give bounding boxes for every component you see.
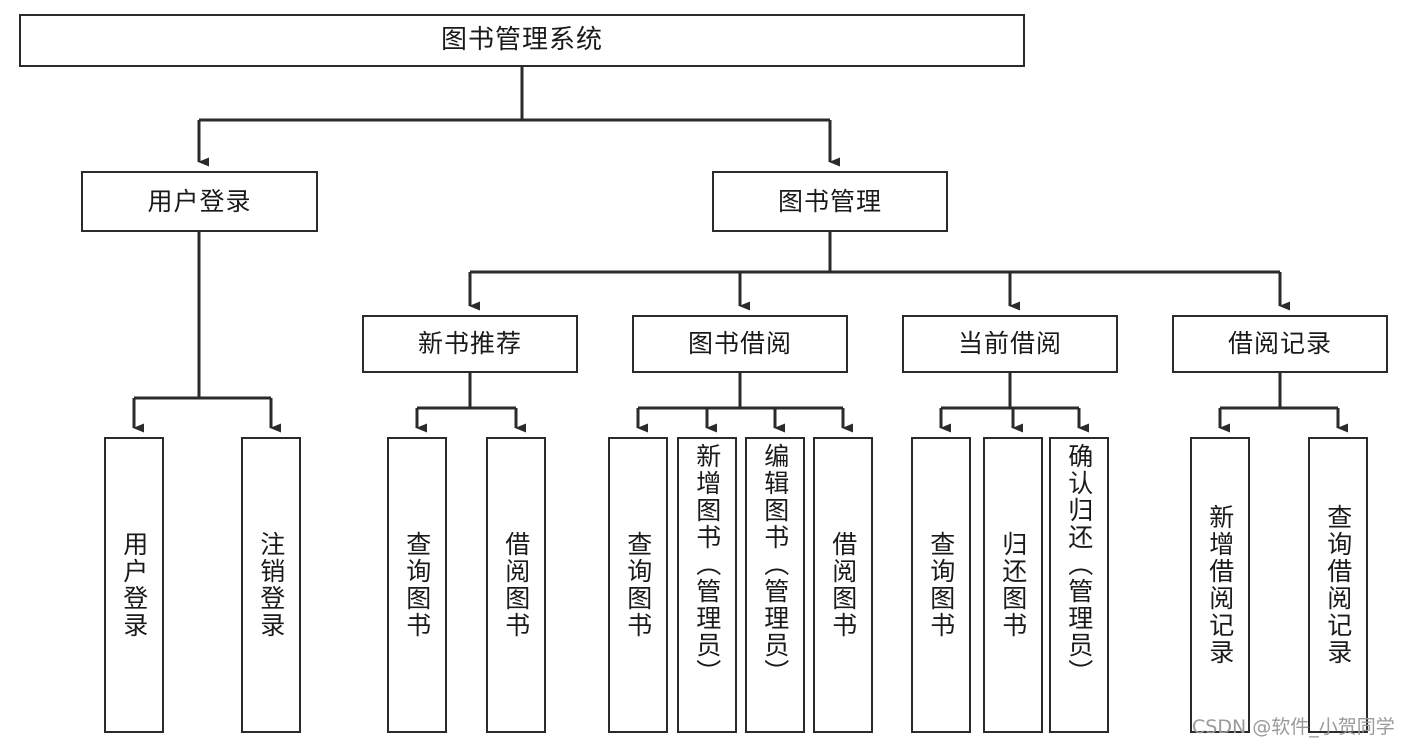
- node-label: 新增图书（管理员）: [692, 443, 722, 686]
- node-label: 当前借阅: [957, 329, 1062, 359]
- leaf-query-book-borrow[interactable]: 查询图书: [608, 437, 668, 733]
- leaf-borrow-book[interactable]: 借阅图书: [813, 437, 873, 733]
- node-label: 查询图书: [623, 531, 653, 639]
- node-label: 新书推荐: [417, 329, 522, 359]
- leaf-edit-book-admin[interactable]: 编辑图书（管理员）: [745, 437, 805, 733]
- node-new-book-recommend[interactable]: 新书推荐: [362, 315, 578, 373]
- node-label: 编辑图书（管理员）: [760, 443, 790, 686]
- watermark: CSDN @软件_小贺同学: [1192, 716, 1395, 738]
- node-label: 用户登录: [147, 186, 252, 216]
- node-label: 图书管理系统: [440, 25, 603, 56]
- node-root-system[interactable]: 图书管理系统: [19, 14, 1025, 67]
- node-label: 用户登录: [119, 531, 149, 639]
- leaf-query-book-current[interactable]: 查询图书: [911, 437, 971, 733]
- node-borrow-record[interactable]: 借阅记录: [1172, 315, 1388, 373]
- node-label: 归还图书: [998, 531, 1028, 639]
- node-label: 查询图书: [926, 531, 956, 639]
- leaf-query-book-recommend[interactable]: 查询图书: [387, 437, 447, 733]
- node-label: 图书管理: [777, 186, 882, 216]
- node-label: 查询图书: [402, 531, 432, 639]
- node-label: 查询借阅记录: [1323, 504, 1353, 666]
- leaf-logout[interactable]: 注销登录: [241, 437, 301, 733]
- leaf-query-borrow-record[interactable]: 查询借阅记录: [1308, 437, 1368, 733]
- node-label: 借阅记录: [1227, 329, 1332, 359]
- node-book-management[interactable]: 图书管理: [712, 171, 948, 232]
- node-label: 注销登录: [256, 531, 286, 639]
- leaf-add-borrow-record[interactable]: 新增借阅记录: [1190, 437, 1250, 733]
- node-label: 新增借阅记录: [1205, 504, 1235, 666]
- node-book-borrow[interactable]: 图书借阅: [632, 315, 848, 373]
- node-user-login[interactable]: 用户登录: [81, 171, 318, 232]
- leaf-confirm-return-admin[interactable]: 确认归还（管理员）: [1049, 437, 1109, 733]
- node-label: 图书借阅: [687, 329, 792, 359]
- node-label: 借阅图书: [501, 531, 531, 639]
- node-label: 借阅图书: [828, 531, 858, 639]
- leaf-add-book-admin[interactable]: 新增图书（管理员）: [677, 437, 737, 733]
- leaf-return-book[interactable]: 归还图书: [983, 437, 1043, 733]
- leaf-borrow-book-recommend[interactable]: 借阅图书: [486, 437, 546, 733]
- node-label: 确认归还（管理员）: [1064, 443, 1094, 686]
- leaf-user-login[interactable]: 用户登录: [104, 437, 164, 733]
- node-current-borrow[interactable]: 当前借阅: [902, 315, 1118, 373]
